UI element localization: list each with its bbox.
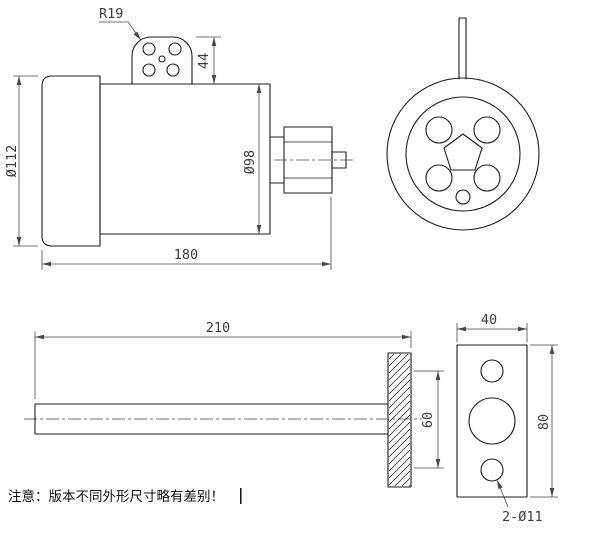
bracket-hole: [142, 63, 156, 77]
top-rod: [458, 17, 467, 80]
sensor-side-view: [41, 36, 354, 247]
bracket-center-hole: [158, 55, 166, 63]
flange-bottom-hole: [480, 458, 504, 482]
cap-outline: [41, 75, 101, 247]
note-text: 注意：版本不同外形尺寸略有差别！: [8, 488, 224, 505]
dim-bracket-height: 44: [196, 53, 212, 69]
connector-neck: [269, 136, 285, 184]
dim-cap-diameter: Ø112: [4, 145, 20, 178]
small-face-hole: [455, 189, 471, 205]
face-hole: [473, 164, 501, 192]
dim-flange-holes: 2-Ø11: [502, 509, 543, 525]
inner-circle: [405, 96, 521, 212]
flange-front-view: 40 80 2-Ø11: [456, 312, 558, 525]
bracket-hole: [142, 42, 156, 56]
dim-overall-length: 180: [174, 247, 198, 263]
side-view-dimensions: R19 44 Ø112 Ø98 180: [4, 6, 332, 270]
dim-210-lines: [34, 331, 412, 399]
bracket-outline: [131, 36, 193, 85]
dim-180-lines: [41, 197, 332, 270]
connector-nut-flats: [284, 141, 332, 179]
outer-circle: [386, 77, 540, 231]
dimension-arrows: [16, 31, 555, 497]
note-block: 注意：版本不同外形尺寸略有差别！: [8, 488, 242, 505]
probe-flange-section: [387, 352, 412, 488]
bracket-hole: [168, 42, 182, 56]
flange-hatch: [388, 353, 411, 487]
probe-rod: [34, 403, 389, 435]
bracket-hole: [166, 63, 180, 77]
flange-center-hole: [468, 397, 516, 445]
dim-hole-spacing: 60: [420, 412, 436, 428]
text-cursor[interactable]: [240, 488, 242, 504]
dim-80-lines: [530, 344, 558, 498]
dim-40-lines: [456, 323, 528, 342]
sensor-end-view: [386, 17, 540, 231]
probe-side-view: 210 60: [24, 320, 444, 488]
flange-top-hole: [480, 359, 504, 383]
body-outline: [99, 83, 271, 235]
dim-60-lines: [414, 370, 444, 469]
face-hole: [425, 116, 453, 144]
dim-body-diameter: Ø98: [242, 150, 258, 174]
center-pentagon: [443, 133, 483, 171]
dim-probe-length: 210: [206, 320, 230, 336]
flange-plate: [456, 344, 528, 498]
dim-112-lines: [13, 75, 38, 247]
dim-flange-height: 80: [536, 414, 552, 430]
face-hole: [425, 164, 453, 192]
dim-flange-width: 40: [481, 312, 497, 328]
face-hole: [473, 116, 501, 144]
dim-bracket-radius: R19: [99, 6, 123, 22]
